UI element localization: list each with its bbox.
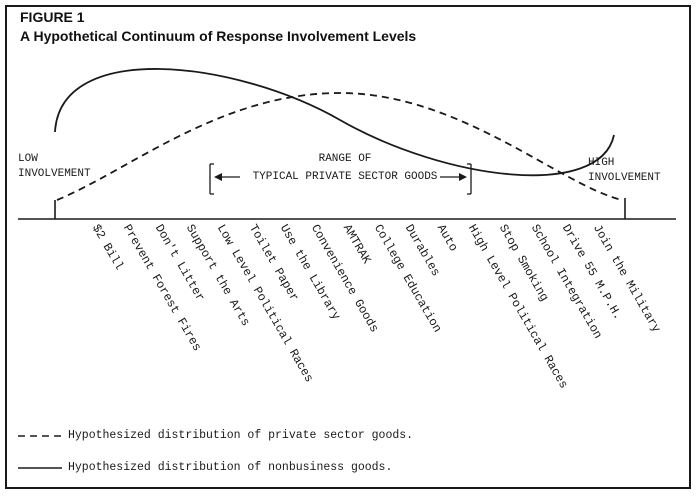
range-label-line2: TYPICAL PRIVATE SECTOR GOODS — [252, 171, 438, 183]
figure-label: FIGURE 1 — [20, 9, 85, 25]
figure-title: A Hypothetical Continuum of Response Inv… — [20, 28, 417, 44]
range-label-line1: RANGE OF — [318, 153, 372, 165]
figure-frame — [5, 5, 691, 489]
low-label-line1: LOW — [18, 153, 38, 165]
low-label-line2: INVOLVEMENT — [18, 168, 91, 180]
high-involvement-label: HIGH INVOLVEMENT — [588, 156, 661, 186]
range-arrowhead-right — [459, 173, 467, 181]
high-label-line2: INVOLVEMENT — [588, 172, 661, 184]
legend-solid-label: Hypothesized distribution of nonbusiness… — [68, 461, 393, 474]
high-label-line1: HIGH — [588, 157, 615, 169]
low-involvement-label: LOW INVOLVEMENT — [18, 152, 91, 182]
legend-dashed-label: Hypothesized distribution of private sec… — [68, 429, 414, 442]
private-sector-goods-curve — [56, 92, 623, 201]
range-arrowhead-left — [214, 173, 222, 181]
